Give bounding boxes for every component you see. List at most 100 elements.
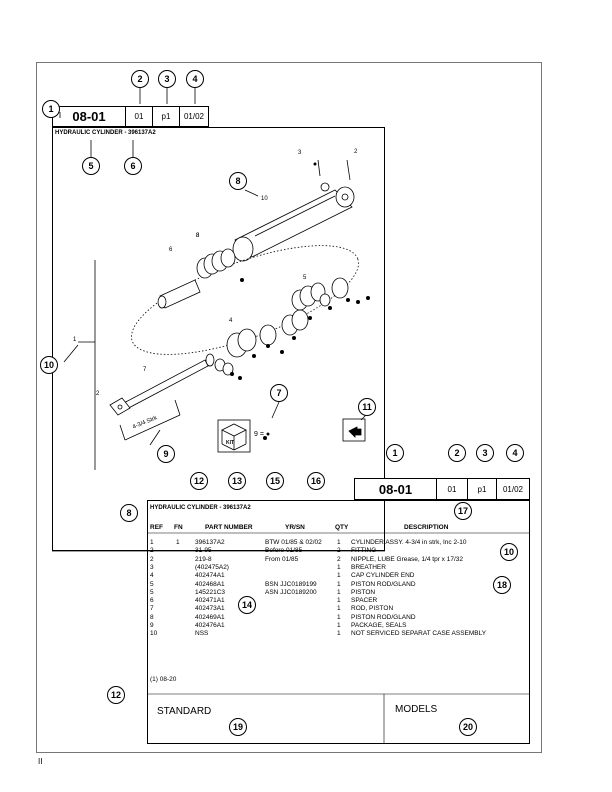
callout-2: 2	[131, 70, 149, 88]
callout-10: 10	[40, 356, 58, 374]
callout-12: 12	[190, 472, 208, 490]
parts-table	[147, 500, 530, 744]
callout-14: 14	[238, 596, 256, 614]
table-cell-desc: NIPPLE, LUBE Grease, 1/4 tpr x 17/32	[351, 555, 464, 563]
callout-20: 20	[459, 718, 477, 736]
kit-legend: 9 = ●	[254, 431, 271, 438]
callout-12: 12	[107, 686, 125, 704]
part-label: 8	[196, 233, 200, 239]
callout-8: 8	[120, 504, 138, 522]
table-cell-ref: 6	[150, 597, 154, 605]
table-cell-ref: 9	[150, 622, 154, 629]
callout-3: 3	[476, 444, 494, 462]
callout-3: 3	[158, 70, 176, 88]
table-cell-part: 402476A1	[195, 622, 225, 629]
part-label: 3	[298, 150, 302, 156]
table-cell-desc: FITTING	[351, 547, 377, 555]
callout-4: 4	[186, 70, 204, 88]
col-part: PART NUMBER	[205, 524, 253, 531]
table-cell-qty: 1	[337, 563, 341, 571]
part-label: 5	[303, 275, 307, 281]
col-qty: QTY	[335, 524, 349, 531]
callout-6: 6	[124, 157, 142, 175]
page-number: II	[38, 757, 43, 766]
callout-9: 9	[157, 445, 175, 463]
part-label: 4	[229, 318, 233, 324]
table-cell-desc: PISTON	[351, 588, 376, 596]
callout-10: 10	[500, 543, 518, 561]
table-cell-yrsn: From 01/85	[265, 555, 299, 563]
table-cell-yrsn: BSN JJC0189199	[265, 580, 317, 588]
table-cell-desc: PACKAGE, SEALS	[351, 622, 407, 629]
part-label: 2	[354, 149, 358, 155]
callout-8: 8	[229, 172, 247, 190]
col-ref: REF	[150, 524, 163, 531]
part-label: 2	[96, 391, 100, 397]
callout-1: 1	[386, 444, 404, 462]
header-cell-2: 01	[125, 106, 153, 127]
table-cell-desc: PISTON ROD/GLAND	[351, 580, 416, 588]
table-cell-qty: 1	[337, 597, 341, 605]
footnote: (1) 08-20	[150, 676, 177, 683]
table-cell-ref: 7	[150, 605, 154, 613]
table-cell-part: 219-8	[195, 555, 212, 563]
table-cell-desc: SPACER	[351, 597, 378, 605]
part-label: 1	[73, 337, 77, 343]
diagram-box	[52, 127, 385, 551]
table-cell-part: (402475A2)	[195, 563, 229, 571]
table-cell-qty: 1	[337, 613, 341, 621]
table-cell-desc: CAP CYLINDER END	[351, 572, 415, 580]
table-title: HYDRAULIC CYLINDER - 396137A2	[150, 505, 251, 511]
section-number: 08-01	[52, 106, 126, 127]
table-cell-desc: PISTON ROD/GLAND	[351, 613, 416, 621]
table-cell-yrsn: BTW 01/85 & 02/02	[265, 539, 322, 546]
callout-5: 5	[82, 157, 100, 175]
table-cell-ref: 2	[150, 547, 154, 555]
table-cell-ref: 10	[150, 630, 158, 638]
table-cell-desc: ROD, PISTON	[351, 605, 394, 613]
table-cell-part: 145221C3	[195, 588, 225, 596]
table-cell-ref: 5	[150, 588, 154, 596]
col-yrsn: YR/SN	[285, 524, 305, 531]
callout-1: 1	[42, 100, 60, 118]
table-cell-qty: 2	[337, 547, 341, 555]
table-cell-part: 402469A1	[195, 613, 225, 621]
col-fn: FN	[174, 524, 183, 531]
callout-13: 13	[228, 472, 246, 490]
table-cell-qty: 1	[337, 605, 341, 613]
table-cell-part: NSS	[195, 630, 209, 638]
table-cell-part: 396137A2	[195, 539, 225, 546]
callout-18: 18	[493, 576, 511, 594]
bottom-header-cell-2: 01	[436, 478, 468, 500]
table-cell-ref: 1	[150, 539, 154, 546]
col-desc: DESCRIPTION	[404, 524, 449, 531]
table-cell-qty: 2	[337, 555, 341, 563]
table-cell-part: 402473A1	[195, 605, 225, 613]
header-cell-3: p1	[152, 106, 180, 127]
page-frame	[36, 62, 542, 753]
bottom-header-cell-4: 01/02	[496, 478, 530, 500]
table-cell-part: 402474A1	[195, 572, 225, 580]
models-label: MODELS	[395, 704, 438, 715]
callout-17: 17	[454, 502, 472, 520]
callout-19: 19	[229, 718, 247, 736]
table-cell-qty: 1	[337, 622, 341, 629]
table-cell-desc: CYLINDER ASSY. 4-3/4 in strk, Inc 2-10	[351, 539, 467, 546]
table-cell-ref: 5	[150, 580, 154, 588]
header-cell-4: 01/02	[179, 106, 209, 127]
callout-7: 7	[270, 384, 288, 402]
table-cell-part: 402468A1	[195, 580, 225, 588]
table-cell-qty: 1	[337, 539, 341, 546]
table-cell-qty: 1	[337, 572, 341, 580]
table-cell-part: 31-95	[195, 547, 212, 555]
table-cell-yrsn: Before 01/85	[265, 547, 303, 555]
table-cell-qty: 1	[337, 630, 341, 638]
kit-label: KIT	[226, 440, 235, 446]
table-cell-ref: 3	[150, 563, 154, 571]
part-label: 6	[169, 247, 173, 253]
table-cell-yrsn: ASN JJC0189200	[265, 588, 317, 596]
part-label: 8	[196, 233, 200, 239]
table-cell-qty: 1	[337, 588, 341, 596]
standard-label: STANDARD	[157, 706, 212, 717]
